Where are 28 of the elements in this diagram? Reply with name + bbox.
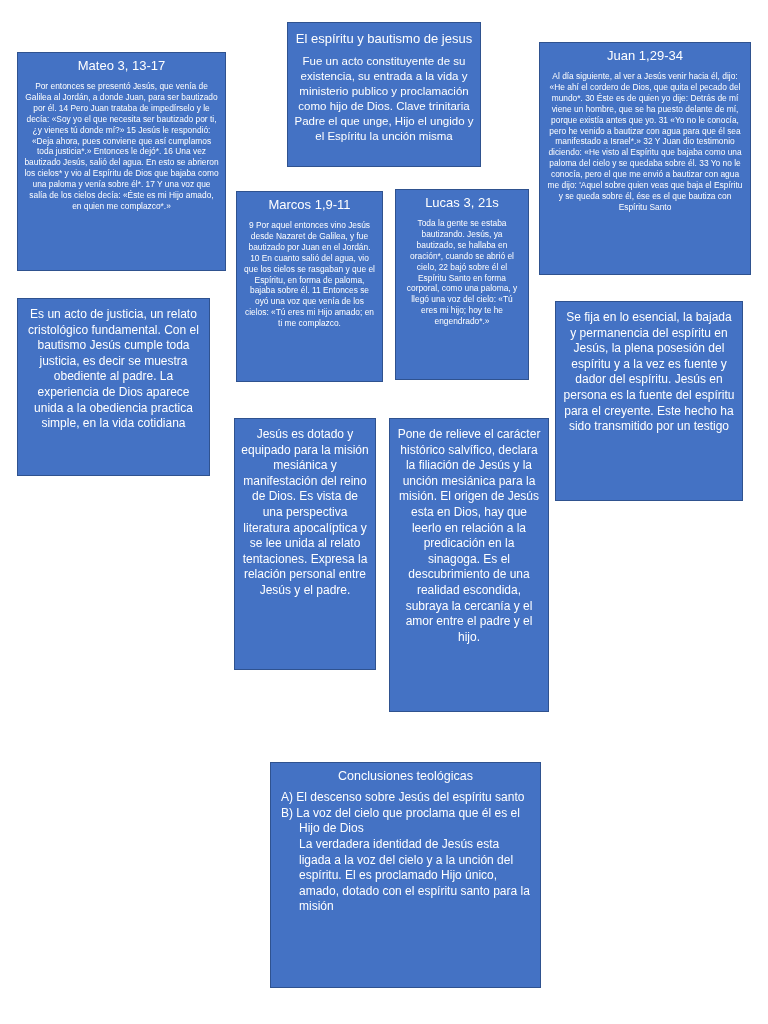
- text-card: [17, 298, 210, 476]
- card-text: Jesús es dotado y equipado para la misión mesiánica y manifestación del reino de Dios. Es vista de una perspectiva literatura apocalíptica y se lee unida al relato tentaciones. Expresa la relación personal entre Jesús y el padre.: [241, 427, 369, 599]
- card-text: Por entonces se presentó Jesús, que venía de Galilea al Jordán, a donde Juan, para ser bautizado por él. 14 Pero Juan trataba de impedírselo y le decía: «Soy yo el que necesita ser bautizado por ti, ¿y vienes tú donde mí?» 15 Jesús le respondió: «Deja ahora, pues conviene que así cumplamos toda justicia*.» Entonces le dejó*. 16 Una vez bautizado Jesús, salió del agua. En esto se abrieron los cielos* y vio al Espíritu de Dios que bajaba como una paloma y venía sobre él*. 17 Y una voz que salía de los cielos decía: «Éste es mi Hijo amado, en quien me complazco*.»: [24, 80, 219, 212]
- card-text: 9 Por aquel entonces vino Jesús desde Nazaret de Galilea, y fue bautizado por Juan en el Jordán. 10 En cuanto salió del agua, vio que los cielos se rasgaban y que el Espíritu, en forma de paloma, bajaba sobre él. 11 Entonces se oyó una voz que venía de los cielos: «Tú eres mi Hijo amado; en ti me complazco.: [243, 219, 376, 330]
- text-card: [234, 418, 376, 670]
- card-heading: Marcos 1,9-11: [267, 197, 352, 214]
- text-card: [555, 301, 743, 501]
- card-text: La verdadera identidad de Jesús esta ligada a la voz del cielo y a la unción del espíritu. El es proclamado Hijo único, amado, dotado con el espíritu santo para la misión: [298, 837, 531, 915]
- card-heading: El espíritu y bautismo de jesus: [294, 31, 474, 48]
- card-text: Se fija en lo esencial, la bajada y permanencia del espíritu en Jesús, la plena posesión del espíritu y a la vez es fuente y dador del espíritu. Jesús en persona es la fuente del espíritu para el creyente. Este hecho ha sido transmitido por un testigo: [562, 310, 736, 435]
- text-card: [395, 189, 529, 380]
- card-text: Pone de relieve el carácter histórico salvífico, declara la filiación de Jesús y la unción mesiánica para la misión. El origen de Jesús esta en Dios, hay que leerlo en relación a la predicación en la sinagoga. Es el descubrimiento de una realidad escondida, subraya la cercanía y el amor entre el padre y el hijo.: [396, 427, 542, 646]
- text-card: [389, 418, 549, 712]
- card-heading: Mateo 3, 13-17: [76, 58, 167, 75]
- text-card: [17, 52, 226, 271]
- card-text: Toda la gente se estaba bautizando. Jesús, ya bautizado, se hallaba en oración*, cuando se abrió el cielo, 22 bajó sobre él el Espíritu Santo en forma corporal, como una paloma, y llegó una voz del cielo: «Tú eres mi hijo; hoy te he engendrado*.»: [405, 217, 519, 328]
- card-text: B) La voz del cielo que proclama que él es el Hijo de Dios: [280, 805, 521, 838]
- card-heading: Conclusiones teológicas: [337, 768, 474, 785]
- card-text: Al día siguiente, al ver a Jesús venir hacia él, dijo: «He ahí el cordero de Dios, que quita el pecado del mundo*. 30 Éste es de quien yo dije: Detrás de mí viene un hombre, que se ha puesto delante de mí, porque existía antes que yo. 31 «Yo no le conocía, pero he venido a bautizar con agua para que él sea manifestado a Israel*.» 32 Y Juan dio testimonio diciendo: «He visto al Espíritu que bajaba como una paloma del cielo y se quedaba sobre él. 33 Yo no le conocía, pero el que me envió a bautizar con agua me dijo: 'Aquel sobre quien veas que baja el Espíritu y se queda sobre él, ése es el que bautiza con Espíritu Santo: [546, 70, 744, 213]
- text-card: [539, 42, 751, 275]
- card-text: Es un acto de justicia, un relato cristológico fundamental. Con el bautismo Jesús cumple toda justicia, es decir se muestra obediente al padre. La experiencia de Dios aparece unida a la obediencia practica simple, en la vida cotidiana: [27, 307, 200, 432]
- card-heading: Juan 1,29-34: [606, 48, 684, 65]
- text-card: [270, 762, 541, 988]
- card-text: A) El descenso sobre Jesús del espíritu santo: [280, 790, 526, 806]
- text-card: [287, 22, 481, 167]
- card-heading: Lucas 3, 21s: [424, 195, 500, 212]
- card-text: Fue un acto constituyente de su existencia, su entrada a la vida y ministerio publico y proclamación como hijo de Dios. Clave trinitaria Padre el que unge, Hijo el ungido y el Espíritu la unción misma: [294, 53, 474, 144]
- text-card: [236, 191, 383, 382]
